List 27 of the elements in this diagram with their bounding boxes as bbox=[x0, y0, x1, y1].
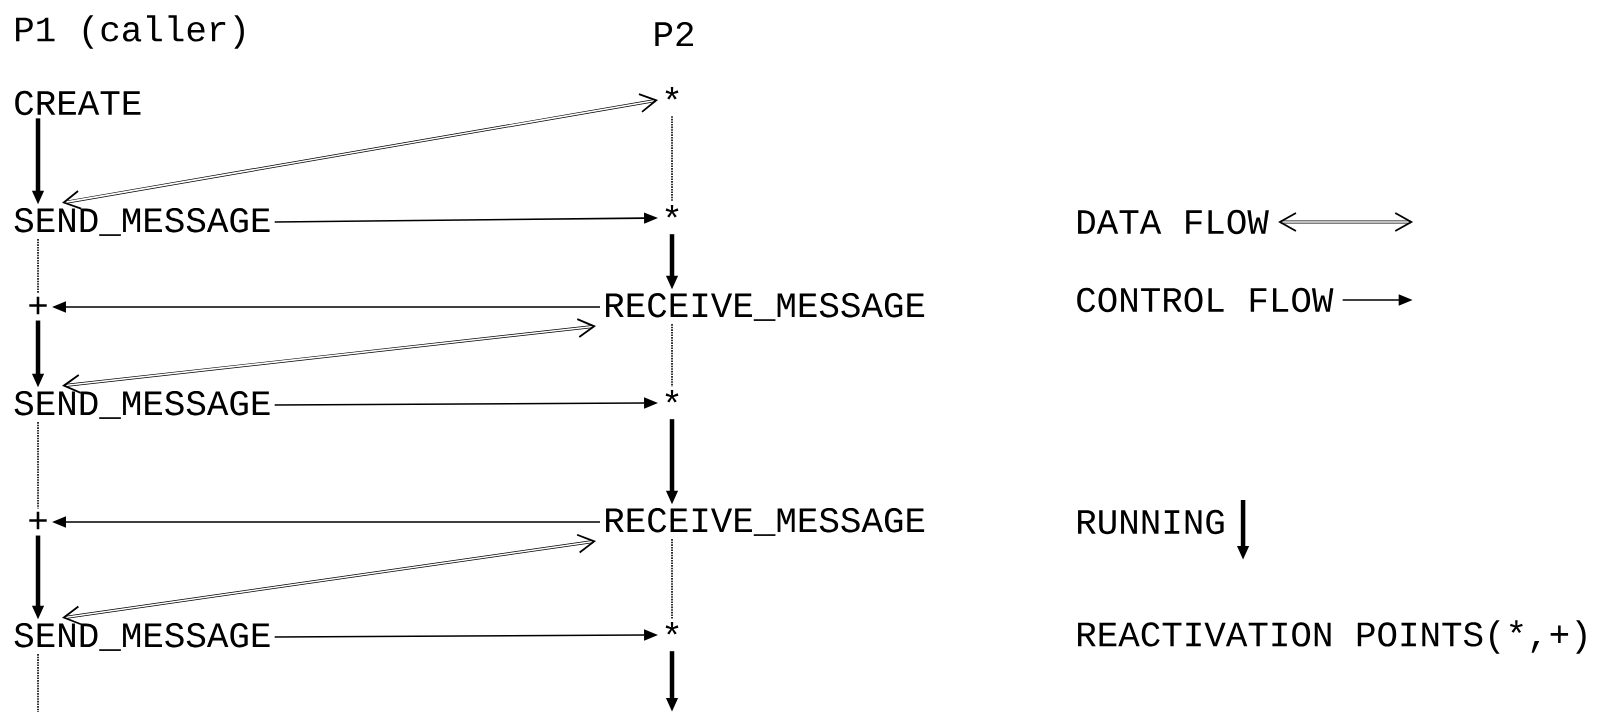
arrow bbox=[62, 93, 659, 210]
dotted-line bbox=[37, 238, 39, 295]
legend-label: RUNNING bbox=[1078, 509, 1224, 535]
step-label: CREATE bbox=[15, 90, 141, 116]
column-heading: P2 bbox=[655, 22, 693, 46]
arrow bbox=[62, 318, 596, 394]
legend-label: DATA FLOW bbox=[1078, 209, 1269, 235]
reactivation-point: + bbox=[29, 511, 47, 530]
reactivation-point: * bbox=[665, 622, 679, 635]
dotted-line bbox=[671, 323, 673, 388]
dotted-line bbox=[671, 538, 673, 620]
step-label: SEND_MESSAGE bbox=[14, 391, 270, 419]
arrow bbox=[62, 533, 596, 626]
legend-label: CONTROL FLOW bbox=[1077, 287, 1334, 313]
reactivation-point: + bbox=[29, 296, 47, 315]
step-label: RECEIVE_MESSAGE bbox=[606, 293, 925, 321]
dotted-line bbox=[671, 115, 673, 203]
reactivation-point: * bbox=[665, 390, 679, 403]
reactivation-point: * bbox=[665, 205, 679, 218]
step-label: SEND_MESSAGE bbox=[14, 623, 270, 651]
dotted-line bbox=[37, 653, 39, 713]
column-heading: P1 (caller) bbox=[16, 15, 244, 49]
legend-label: REACTIVATION POINTS(*,+) bbox=[1078, 620, 1586, 654]
dotted-line bbox=[37, 421, 39, 510]
reactivation-point: * bbox=[665, 87, 679, 100]
step-label: RECEIVE_MESSAGE bbox=[606, 508, 925, 536]
step-label: SEND_MESSAGE bbox=[14, 208, 270, 236]
